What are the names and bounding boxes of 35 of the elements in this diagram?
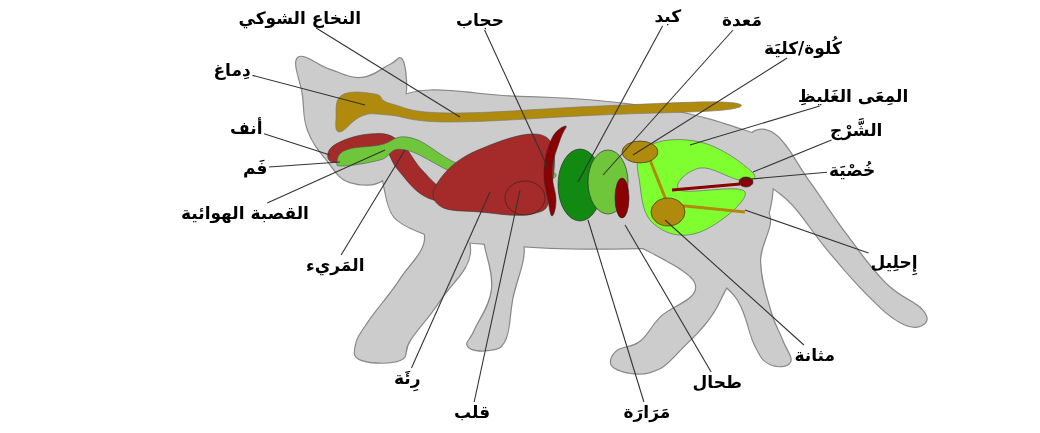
part-label: مَرَارَة [621, 402, 673, 422]
part-label: النخاع الشوكي [236, 8, 364, 28]
part-label: كبد [652, 6, 684, 26]
leader-line [587, 219, 645, 403]
leader-line [266, 149, 386, 204]
leader-line [624, 224, 712, 373]
leader-line [752, 139, 833, 173]
leader-line [268, 161, 341, 168]
part-label: القصبة الهوائية [179, 203, 311, 223]
leader-line [632, 57, 788, 156]
part-label: الشَّرْج [828, 120, 885, 140]
leader-line [340, 149, 406, 256]
leader-line [689, 105, 821, 146]
part-label: دِماغ [211, 60, 253, 80]
part-label: مثانة [792, 345, 838, 365]
leader-line [602, 29, 734, 176]
leader-line [473, 189, 521, 403]
part-label: قلب [452, 402, 493, 422]
part-label: حجاب [454, 10, 506, 30]
part-label: خُصْيَة [827, 160, 878, 180]
leader-line [664, 219, 805, 346]
leader-line [410, 191, 491, 369]
leader-line [315, 27, 461, 118]
part-label: طحال [690, 372, 744, 392]
part-label: مَعدة [720, 10, 764, 30]
part-label: كُلوة/كليَة [762, 38, 844, 58]
leader-line [484, 29, 549, 169]
leader-line [739, 171, 828, 181]
part-label: المِعَى الغَليظِ [796, 86, 911, 106]
leader-line [263, 133, 331, 156]
part-label: أنف [228, 118, 265, 138]
part-label: المَريء [304, 255, 367, 275]
leader-line [251, 74, 366, 106]
part-label: فَم [241, 158, 270, 178]
leader-line [577, 25, 664, 183]
